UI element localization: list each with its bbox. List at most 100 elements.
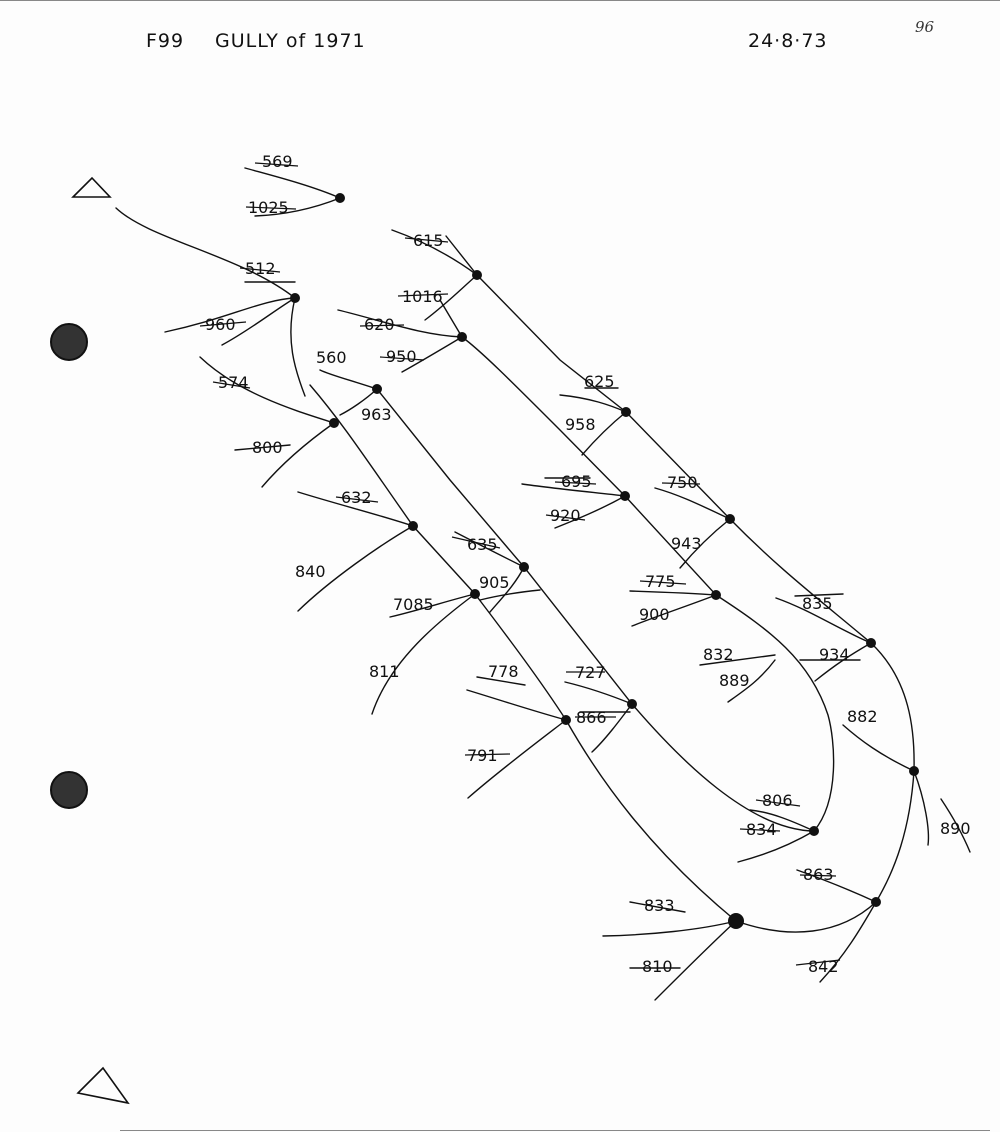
line-615-outer — [445, 235, 915, 933]
label-632: 632 — [341, 488, 372, 507]
sight-line — [554, 495, 626, 529]
label-7085: 7085 — [393, 595, 434, 614]
label-900: 900 — [639, 605, 670, 624]
sight-line — [234, 444, 291, 451]
label-833: 833 — [644, 896, 675, 915]
punch-hole-bottom — [50, 771, 88, 809]
station-dot — [725, 514, 735, 524]
sight-line — [261, 422, 335, 488]
sheet-date: 24·8·73 — [748, 30, 828, 52]
label-963: 963 — [361, 405, 392, 424]
sight-line — [424, 274, 478, 321]
station-dots — [290, 193, 919, 929]
label-560: 560 — [316, 348, 347, 367]
triangle-marker-top — [71, 176, 112, 198]
label-512: 512 — [245, 259, 276, 278]
sight-line — [654, 487, 731, 520]
label-strike — [212, 381, 251, 389]
station-dot — [470, 589, 480, 599]
label-569: 569 — [262, 152, 293, 171]
sight-line — [254, 197, 341, 217]
label-strike — [661, 482, 701, 485]
station-dot — [519, 562, 529, 572]
sight-line — [654, 920, 737, 1001]
triangle-marker-bottom — [76, 1066, 130, 1105]
sight-line — [629, 590, 717, 596]
label-810: 810 — [642, 957, 673, 976]
label-778: 778 — [488, 662, 519, 681]
label-strike — [245, 206, 297, 210]
station-dot — [871, 897, 881, 907]
sight-line — [842, 724, 915, 772]
sight-line — [749, 809, 815, 832]
station-dot — [809, 826, 819, 836]
label-775: 775 — [645, 572, 676, 591]
label-811: 811 — [369, 662, 400, 681]
label-strike — [464, 753, 511, 756]
label-905: 905 — [479, 573, 510, 592]
bottom-edge-line — [120, 1130, 990, 1131]
station-dot — [335, 193, 345, 203]
page-mark: 96 — [915, 18, 935, 36]
station-dot — [621, 407, 631, 417]
label-strike — [397, 293, 449, 297]
sight-line — [476, 676, 526, 686]
sight-line — [297, 491, 414, 527]
label-889: 889 — [719, 671, 750, 690]
sight-line — [775, 597, 872, 644]
label-strike — [359, 324, 405, 327]
station-dot — [909, 766, 919, 776]
line-main-left — [309, 384, 737, 922]
station-dot — [627, 699, 637, 709]
label-806: 806 — [762, 791, 793, 810]
label-strike — [254, 162, 299, 167]
sight-line — [466, 689, 567, 721]
label-strike — [799, 874, 837, 877]
sight-line — [819, 901, 877, 983]
station-dot — [408, 521, 418, 531]
label-863: 863 — [803, 865, 834, 884]
label-958: 958 — [565, 415, 596, 434]
label-strike — [404, 237, 449, 243]
label-strike — [239, 267, 281, 273]
sight-line — [467, 719, 567, 799]
sight-line — [521, 483, 626, 497]
sight-line — [244, 167, 341, 199]
station-dot — [620, 491, 630, 501]
line-left-start — [115, 207, 296, 299]
sight-line — [319, 369, 378, 390]
label-943: 943 — [671, 534, 702, 553]
label-strike — [199, 321, 247, 327]
sight-line — [602, 920, 737, 937]
sight-line — [389, 593, 476, 618]
sight-line — [564, 681, 633, 705]
station-dot — [472, 270, 482, 280]
label-695: 695 — [561, 472, 592, 491]
sight-line — [796, 869, 877, 903]
line-cross-866 — [591, 703, 633, 753]
label-840: 840 — [295, 562, 326, 581]
label-strike — [554, 481, 597, 485]
sight-line — [401, 336, 463, 373]
sight-line — [371, 593, 476, 715]
top-edge-line — [0, 0, 1000, 1]
punch-hole-top — [50, 323, 88, 361]
label-strike — [755, 799, 801, 807]
label-791: 791 — [467, 746, 498, 765]
station-dot — [561, 715, 571, 725]
line-512-574 — [290, 297, 306, 397]
sight-line — [629, 901, 686, 913]
label-800: 800 — [252, 438, 283, 457]
label-625: 625 — [584, 372, 615, 391]
sight-line — [913, 770, 930, 846]
label-574: 574 — [218, 373, 249, 392]
line-cross-905 — [479, 589, 541, 601]
sight-line — [454, 531, 525, 568]
label-882: 882 — [847, 707, 878, 726]
station-dot — [711, 590, 721, 600]
label-750: 750 — [667, 473, 698, 492]
sight-line — [297, 525, 414, 612]
station-dot — [728, 913, 744, 929]
station-dot — [329, 418, 339, 428]
